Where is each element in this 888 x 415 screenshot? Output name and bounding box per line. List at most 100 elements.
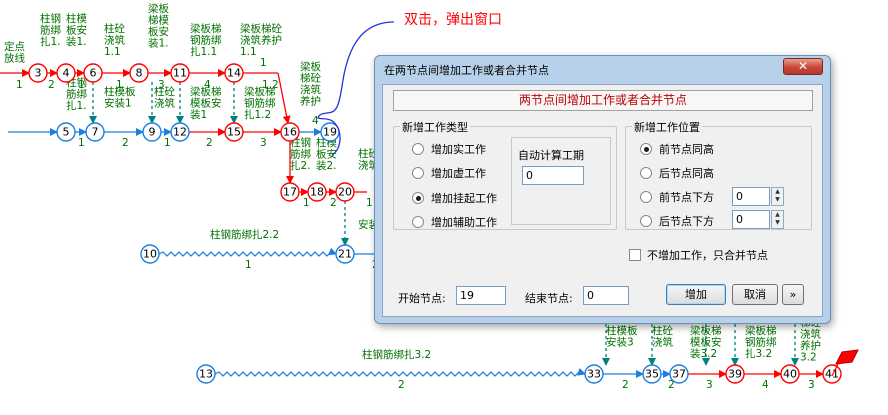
node-number: 19 bbox=[323, 126, 337, 139]
duration-label: 1 bbox=[116, 79, 123, 91]
node-17[interactable]: 17 bbox=[280, 182, 300, 202]
close-button[interactable]: ✕ bbox=[783, 58, 823, 75]
activity-label: 梁板梯模板安装1 bbox=[190, 85, 222, 121]
activity-label: 柱模板安装1 bbox=[104, 85, 136, 110]
add-button[interactable]: 增加 bbox=[666, 284, 726, 305]
node-20[interactable]: 20 bbox=[335, 182, 355, 202]
node-number: 5 bbox=[63, 126, 70, 139]
spin-down-icon[interactable]: ▼ bbox=[775, 196, 780, 203]
node-13[interactable]: 13 bbox=[196, 364, 216, 384]
radio-label: 前节点下方 bbox=[659, 191, 714, 204]
duration-label: 2 bbox=[668, 379, 675, 391]
duration-label: 1 bbox=[78, 79, 85, 91]
below-front-input[interactable] bbox=[732, 187, 770, 206]
node-37[interactable]: 37 bbox=[669, 364, 689, 384]
node-40[interactable]: 40 bbox=[780, 364, 800, 384]
more-button[interactable]: » bbox=[782, 284, 804, 305]
node-33[interactable]: 33 bbox=[584, 364, 604, 384]
radio-label: 增加辅助工作 bbox=[431, 216, 497, 229]
below-back-input[interactable] bbox=[732, 210, 770, 229]
node-11[interactable]: 11 bbox=[170, 63, 190, 83]
node-number: 4 bbox=[63, 67, 70, 80]
spin-down-icon[interactable]: ▼ bbox=[775, 219, 780, 226]
radio-below-front[interactable]: 前节点下方 bbox=[640, 189, 714, 205]
radio-same-as-back[interactable]: 后节点同高 bbox=[640, 165, 714, 181]
node-5[interactable]: 5 bbox=[56, 122, 76, 142]
checkbox-label: 不增加工作，只合并节点 bbox=[647, 249, 768, 262]
dialog-client: 两节点间增加工作或者合并节点 新增工作类型 增加实工作 增加虚工作 增加挂起工作… bbox=[382, 84, 823, 317]
duration-label: 2 bbox=[48, 79, 55, 91]
below-front-spinner[interactable]: ▲▼ bbox=[771, 187, 784, 206]
node-35[interactable]: 35 bbox=[642, 364, 662, 384]
node-21[interactable]: 21 bbox=[335, 244, 355, 264]
node-number: 14 bbox=[227, 67, 241, 80]
duration-label: 1 bbox=[16, 79, 23, 91]
below-back-spinner[interactable]: ▲▼ bbox=[771, 210, 784, 229]
node-number: 6 bbox=[90, 67, 97, 80]
radio-indicator bbox=[640, 215, 652, 227]
activity-label: 梁板梯模板安装3.2 bbox=[690, 324, 722, 360]
activity-label: 柱钢筋绑扎2. bbox=[290, 136, 311, 172]
node-39[interactable]: 39 bbox=[725, 364, 745, 384]
node-19[interactable]: 19 bbox=[320, 122, 340, 142]
node-number: 8 bbox=[136, 67, 143, 80]
node-number: 15 bbox=[227, 126, 241, 139]
node-41[interactable]: 41 bbox=[822, 364, 842, 384]
activity-label: 柱模板安装3 bbox=[606, 324, 638, 349]
node-number: 39 bbox=[728, 368, 742, 381]
auto-duration-label: 自动计算工期 bbox=[518, 149, 584, 162]
node-9[interactable]: 9 bbox=[142, 122, 162, 142]
spin-up-icon[interactable]: ▲ bbox=[775, 188, 780, 195]
start-node-input[interactable] bbox=[456, 286, 506, 305]
radio-auxiliary-work[interactable]: 增加辅助工作 bbox=[412, 214, 497, 230]
radio-same-as-front[interactable]: 前节点同高 bbox=[640, 141, 714, 157]
radio-label: 前节点同高 bbox=[659, 143, 714, 156]
node-12[interactable]: 12 bbox=[170, 122, 190, 142]
radio-virtual-work[interactable]: 增加虚工作 bbox=[412, 165, 486, 181]
node-number: 37 bbox=[672, 368, 686, 381]
node-6[interactable]: 6 bbox=[83, 63, 103, 83]
activity-label: 梁板梯砼浇筑养护 bbox=[300, 60, 321, 108]
node-18[interactable]: 18 bbox=[307, 182, 327, 202]
activity-label: 柱模板安装1. bbox=[66, 12, 87, 48]
auto-duration-input[interactable] bbox=[522, 166, 584, 185]
node-number: 18 bbox=[310, 186, 324, 199]
activity-label: 梁板梯模板安装1. bbox=[148, 2, 169, 50]
activity-label: 柱钢筋绑扎1. bbox=[40, 12, 61, 48]
radio-suspended-work[interactable]: 增加挂起工作 bbox=[412, 190, 497, 206]
radio-label: 增加虚工作 bbox=[431, 167, 486, 180]
node-10[interactable]: 10 bbox=[140, 244, 160, 264]
node-7[interactable]: 7 bbox=[85, 122, 105, 142]
spin-up-icon[interactable]: ▲ bbox=[775, 211, 780, 218]
end-flag-pole bbox=[831, 363, 839, 377]
duration-label: 1 bbox=[303, 197, 310, 209]
node-number: 17 bbox=[283, 186, 297, 199]
node-number: 21 bbox=[338, 248, 352, 261]
node-3[interactable]: 3 bbox=[28, 63, 48, 83]
node-number: 7 bbox=[92, 126, 99, 139]
node-number: 10 bbox=[143, 248, 157, 261]
node-8[interactable]: 8 bbox=[129, 63, 149, 83]
end-flag-icon bbox=[835, 349, 859, 365]
node-14[interactable]: 14 bbox=[224, 63, 244, 83]
close-icon: ✕ bbox=[797, 59, 809, 73]
duration-label: 2 bbox=[206, 137, 213, 149]
node-15[interactable]: 15 bbox=[224, 122, 244, 142]
duration-label: 4 bbox=[312, 115, 319, 127]
cancel-button[interactable]: 取消 bbox=[732, 284, 778, 305]
node-16[interactable]: 16 bbox=[280, 122, 300, 142]
duration-label: 4 bbox=[762, 379, 769, 391]
activity-label: 定点放线 bbox=[4, 40, 25, 65]
node-number: 3 bbox=[35, 67, 42, 80]
node-4[interactable]: 4 bbox=[56, 63, 76, 83]
duration-label: 1 bbox=[260, 57, 267, 69]
radio-indicator bbox=[640, 167, 652, 179]
radio-below-back[interactable]: 后节点下方 bbox=[640, 213, 714, 229]
merge-only-checkbox[interactable]: 不增加工作，只合并节点 bbox=[629, 247, 768, 263]
activity-label: 柱钢筋绑扎3.2 bbox=[362, 348, 431, 361]
dialog-titlebar[interactable]: 在两节点间增加工作或者合并节点 ✕ bbox=[375, 56, 830, 82]
end-node-input[interactable] bbox=[583, 286, 629, 305]
duration-label: 3 bbox=[260, 137, 267, 149]
radio-real-work[interactable]: 增加实工作 bbox=[412, 141, 486, 157]
